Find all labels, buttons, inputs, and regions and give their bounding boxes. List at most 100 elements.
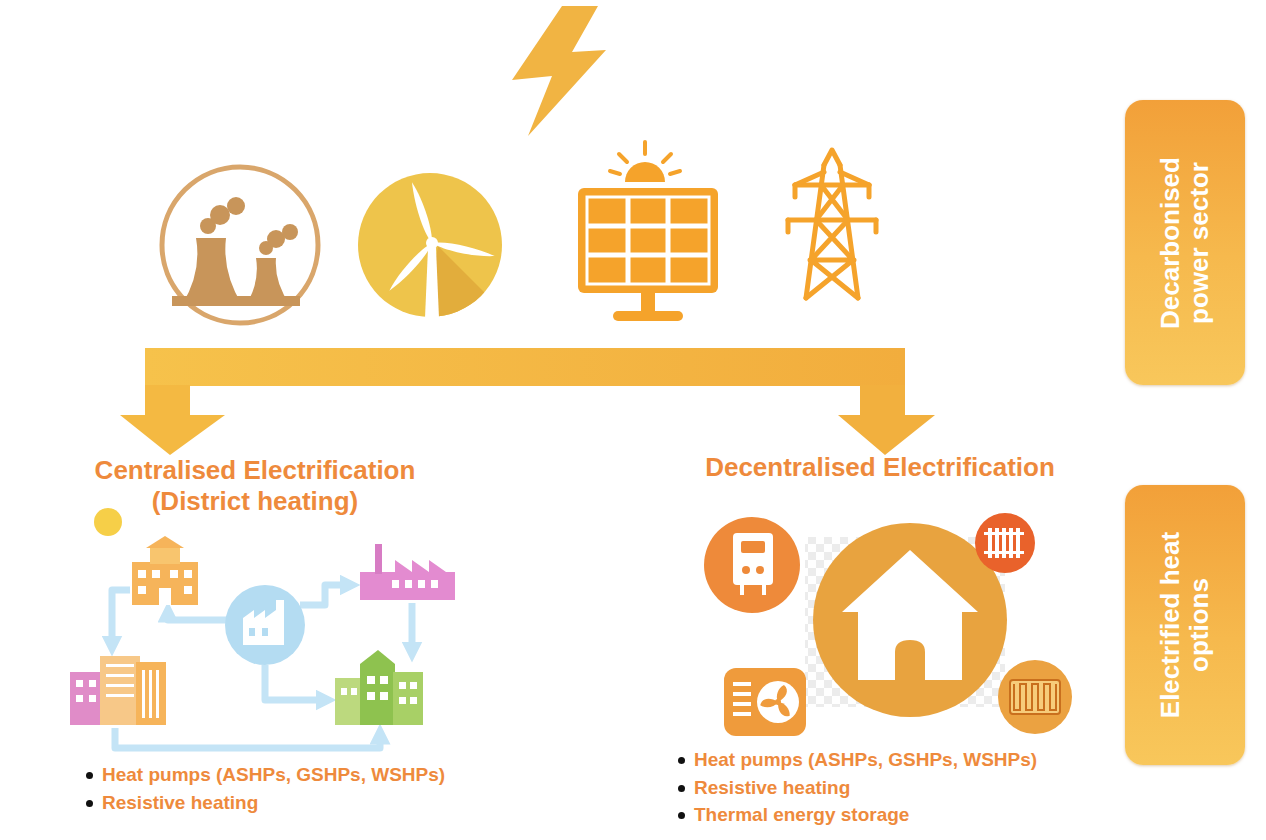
vent	[733, 702, 751, 706]
factory-chimney	[375, 544, 382, 574]
radiator-symbol	[984, 528, 1024, 558]
vent	[733, 692, 751, 696]
bullet-dot	[678, 757, 685, 764]
grid-line	[587, 253, 709, 258]
badge-label: Decarbonised power sector	[1156, 123, 1213, 363]
radiator-rail	[984, 551, 1024, 554]
long-shadow	[425, 246, 560, 420]
vent	[733, 682, 751, 686]
apartment-block	[100, 656, 140, 725]
bullet-item: Thermal energy storage	[676, 803, 909, 827]
icon-ring	[162, 167, 318, 323]
grid-line	[587, 224, 709, 229]
turbine-rotor	[387, 181, 495, 294]
heat-pipes	[112, 585, 412, 748]
panel-frame	[578, 188, 718, 293]
window	[76, 680, 83, 687]
window	[106, 684, 134, 687]
heat-pump-unit	[724, 668, 806, 736]
sun-ray	[670, 171, 680, 174]
house-door	[895, 640, 925, 680]
house-symbol	[842, 550, 978, 680]
heat-pipe	[409, 603, 416, 652]
sun-rays	[610, 142, 680, 174]
transmission-pylon	[788, 150, 876, 298]
vent	[733, 712, 751, 716]
badge-text-frame: Electrified heat options	[1156, 505, 1213, 745]
bullet-text: Resistive heating	[102, 791, 258, 815]
green-building	[393, 672, 423, 725]
school-tower	[150, 546, 180, 564]
pylon-brace	[806, 185, 858, 298]
window	[156, 670, 159, 718]
window	[380, 692, 388, 700]
home-heating-illustration	[700, 513, 1072, 736]
section-heading-text: Centralised Electrification (District he…	[75, 455, 435, 517]
bullet-item: Resistive heating	[84, 791, 258, 815]
window	[76, 695, 83, 702]
bullet-dot	[678, 812, 685, 819]
fan-blades	[759, 685, 793, 718]
heat-pipe	[115, 728, 380, 748]
down-arrow	[120, 385, 225, 455]
sun-ray	[643, 142, 647, 154]
window	[142, 670, 145, 718]
bullet-item: Heat pumps (ASHPs, GSHPs, WSHPs)	[84, 763, 445, 787]
heat-pipe	[265, 665, 326, 700]
turbine-blade	[407, 181, 436, 244]
door	[159, 588, 171, 605]
windows	[138, 570, 192, 605]
window	[89, 695, 96, 702]
boiler-knob	[742, 566, 750, 574]
window	[152, 570, 160, 578]
sun-ray	[663, 154, 671, 162]
vents	[733, 682, 751, 716]
panel-inner-frame	[587, 197, 709, 284]
window	[399, 697, 406, 704]
green-roof	[360, 650, 395, 664]
window	[89, 680, 96, 687]
section-heading-text: Decentralised Electrification	[685, 452, 1075, 483]
bullet-text: Heat pumps (ASHPs, GSHPs, WSHPs)	[102, 763, 445, 787]
window	[399, 682, 406, 689]
side-badge: Decarbonised power sector	[1125, 100, 1245, 385]
sun	[625, 162, 665, 182]
plant-window	[249, 628, 255, 636]
cooling-tower	[182, 238, 242, 305]
window	[405, 580, 412, 588]
underfloor-disc	[998, 660, 1072, 734]
distribution-bar	[145, 348, 905, 386]
smoke-puff	[210, 205, 230, 225]
underfloor-panel	[1010, 680, 1060, 714]
panel-stand	[641, 293, 655, 313]
window	[410, 697, 417, 704]
heat-pipe	[112, 590, 130, 646]
heat-pipe	[168, 612, 226, 620]
window	[149, 670, 152, 718]
windows	[392, 580, 438, 588]
window	[341, 688, 347, 695]
heat-pipe	[300, 585, 350, 605]
window	[392, 580, 399, 588]
boiler-pipe	[740, 585, 744, 595]
heating-plant	[225, 585, 305, 665]
green-building	[335, 678, 363, 725]
district-heating-illustration	[70, 508, 455, 748]
bullet-dot	[86, 772, 93, 779]
window	[367, 676, 375, 684]
badge-label: Electrified heat options	[1156, 505, 1213, 745]
window	[170, 570, 178, 578]
window	[184, 586, 192, 594]
factory-roof	[395, 560, 446, 572]
boiler-body	[733, 533, 773, 585]
windows	[341, 676, 417, 704]
window	[138, 586, 146, 594]
boiler-tile	[700, 515, 805, 615]
window	[184, 570, 192, 578]
bullet-dot	[86, 800, 93, 807]
window	[106, 674, 134, 677]
section-heading: Centralised Electrification (District he…	[75, 455, 435, 517]
window	[106, 664, 134, 667]
